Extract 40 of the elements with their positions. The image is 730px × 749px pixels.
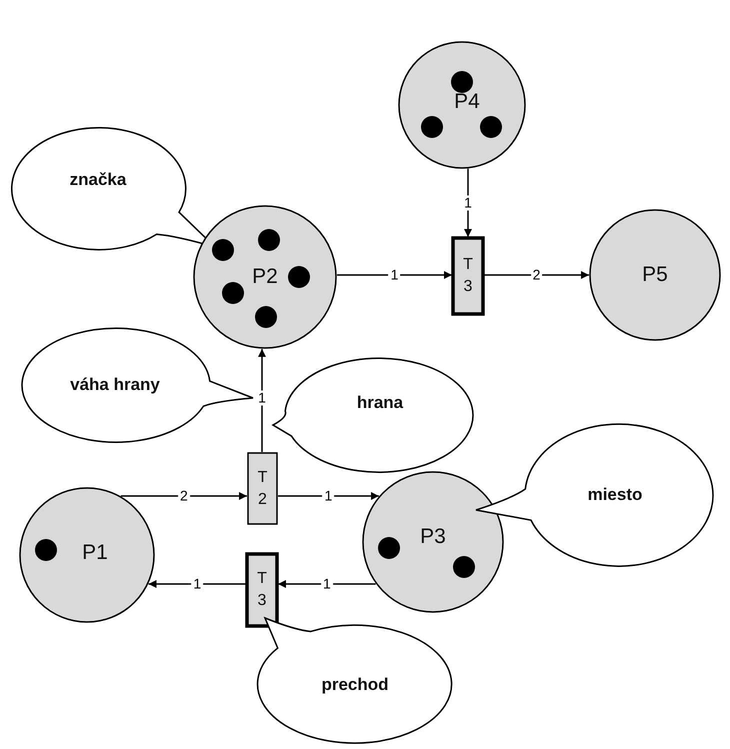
arrow <box>258 348 266 452</box>
place-label: P4 <box>454 90 480 114</box>
speech-bubble <box>20 327 253 443</box>
transition-label: T 3 <box>462 255 474 297</box>
edge-label: 1 <box>256 390 268 406</box>
transition-bar <box>247 452 278 525</box>
edge-label: 1 <box>388 268 400 282</box>
speech-bubble <box>273 357 475 473</box>
callout-text: miesto <box>588 484 642 506</box>
arrow <box>336 271 452 279</box>
place-circle <box>193 205 337 349</box>
arrow <box>120 492 247 500</box>
arrow <box>148 580 246 588</box>
edge-label: 1 <box>191 576 204 592</box>
callout-text: váha hrany <box>70 374 160 396</box>
place-circle <box>398 41 526 169</box>
callout-text: značka <box>70 169 126 191</box>
place-label: P2 <box>252 265 278 289</box>
place-label: P1 <box>82 541 108 565</box>
transition-bar <box>246 553 278 627</box>
edge-label: 1 <box>320 576 333 592</box>
edge-label: 1 <box>322 488 334 504</box>
place-circle <box>362 471 504 613</box>
place-label: P3 <box>420 525 446 549</box>
place-label: P5 <box>642 263 668 287</box>
edge-label: 1 <box>462 195 474 210</box>
transition-label: T 2 <box>256 468 268 510</box>
callout-text: prechod <box>321 674 389 696</box>
place-circle <box>19 487 155 623</box>
arrow <box>278 580 376 588</box>
speech-bubble <box>257 618 453 745</box>
edge-label: 2 <box>178 488 190 504</box>
callout-text: hrana <box>356 392 404 414</box>
edge-label: 2 <box>530 268 542 282</box>
speech-bubble <box>476 423 715 567</box>
place-circle <box>589 209 721 341</box>
arrow <box>278 492 379 500</box>
transition-label: T 3 <box>256 569 268 611</box>
arrow <box>484 271 589 279</box>
transition-bar <box>452 237 484 315</box>
